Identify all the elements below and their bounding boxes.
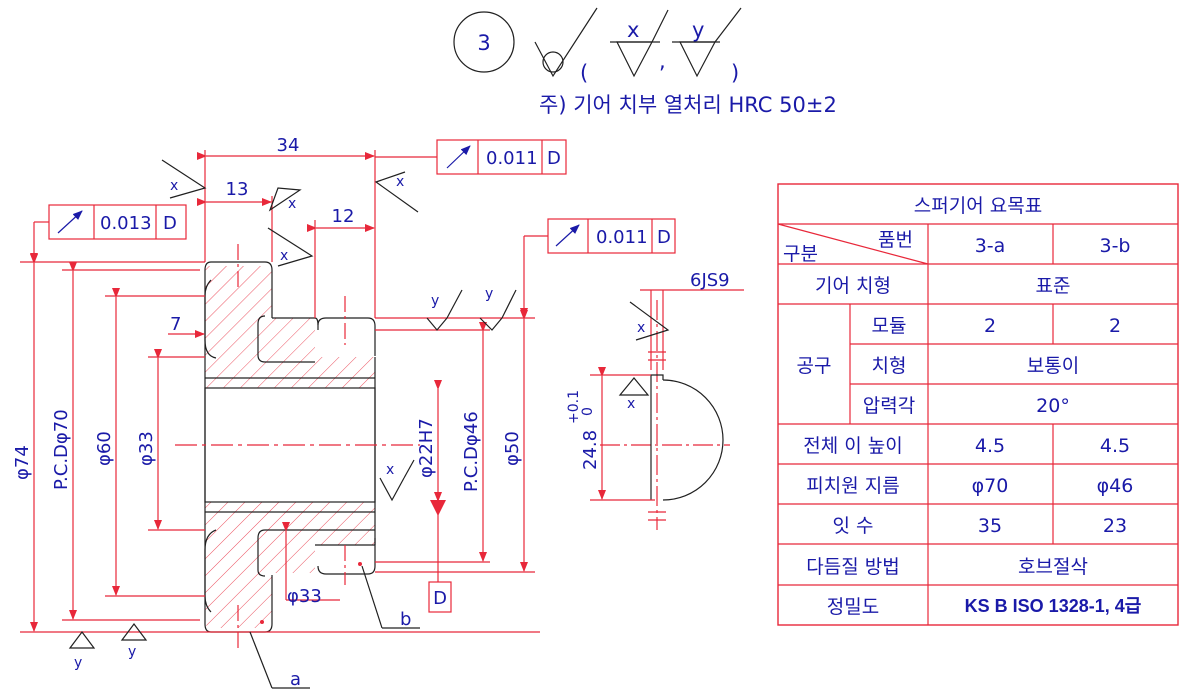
keyway-width: 6JS9 bbox=[690, 270, 730, 291]
symbol-x: x bbox=[627, 396, 635, 412]
row-depth-label: 전체 이 높이 bbox=[803, 435, 902, 457]
row-module-label: 모듈 bbox=[872, 315, 907, 337]
runout-datum-left: D bbox=[163, 213, 177, 234]
symbol-x: x bbox=[280, 248, 288, 264]
row-finish-label: 다듬질 방법 bbox=[806, 556, 899, 578]
symbol-y: y bbox=[485, 286, 493, 302]
runout-frame-top: 0.011 D bbox=[375, 139, 567, 175]
surface-symbols: x x x x y y x y y bbox=[68, 159, 517, 671]
leader-a: a bbox=[249, 620, 310, 690]
keyway-tol-lower: 0 bbox=[580, 407, 596, 416]
row-precision-value: KS B ISO 1328-1, 4급 bbox=[965, 596, 1142, 616]
runout-arrow-icon bbox=[57, 210, 83, 234]
runout-arrow-icon bbox=[446, 145, 471, 169]
dim-phi22h7: φ22H7 bbox=[416, 418, 437, 478]
row-pitch-b: φ46 bbox=[1097, 475, 1134, 497]
row-pitch-a: φ70 bbox=[972, 475, 1009, 497]
datum-d-label: D bbox=[433, 588, 447, 609]
row-module-a: 2 bbox=[984, 315, 996, 337]
runout-frame-right: 0.011 D bbox=[520, 218, 676, 318]
symbol-y: y bbox=[74, 655, 82, 671]
heat-treatment-note: 주) 기어 치부 열처리 HRC 50±2 bbox=[539, 93, 837, 117]
leader-b-label: b bbox=[400, 609, 411, 630]
dim-phi74: φ74 bbox=[12, 445, 33, 480]
row-teeth-a: 35 bbox=[978, 515, 1002, 537]
dim-phi50: φ50 bbox=[502, 431, 523, 466]
row-tooth-form-label: 치형 bbox=[872, 355, 907, 377]
dim-13: 13 bbox=[226, 179, 249, 200]
symbol-x: x bbox=[386, 462, 394, 478]
symbol-x: x bbox=[170, 178, 178, 194]
row-teeth-b: 23 bbox=[1103, 515, 1127, 537]
row-profile-label: 기어 치형 bbox=[815, 275, 891, 297]
dim-phi60: φ60 bbox=[94, 431, 115, 466]
runout-value-left: 0.013 bbox=[100, 213, 152, 234]
roughness-x-label: x bbox=[627, 18, 639, 42]
keyway-view: 24.8 +0.1 0 6JS9 x x bbox=[566, 270, 744, 530]
runout-arrow-icon bbox=[555, 224, 580, 247]
row-finish-value: 호브절삭 bbox=[1018, 556, 1088, 578]
dim-7: 7 bbox=[170, 314, 181, 335]
row-profile-value: 표준 bbox=[1036, 275, 1071, 297]
table-header-part: 품번 bbox=[878, 229, 913, 251]
dim-pcd46: P.C.Dφ46 bbox=[461, 411, 482, 492]
extension-lines bbox=[20, 150, 540, 633]
symbol-x: x bbox=[396, 174, 404, 190]
paren-close: ) bbox=[731, 61, 739, 85]
row-depth-b: 4.5 bbox=[1100, 435, 1130, 457]
keyway-tol-upper: +0.1 bbox=[566, 390, 582, 424]
leader-b: b bbox=[358, 562, 420, 630]
runout-frame-left: 0.013 D bbox=[30, 204, 187, 263]
roughness-symbol-main-icon bbox=[534, 7, 598, 78]
datum-d-symbol: D bbox=[428, 500, 452, 613]
symbol-x: x bbox=[637, 320, 645, 336]
part-balloon: 3 bbox=[453, 11, 515, 73]
keyway-depth: 24.8 bbox=[580, 430, 601, 470]
table-col-b: 3-b bbox=[1099, 235, 1130, 257]
row-depth-a: 4.5 bbox=[975, 435, 1005, 457]
paren-open: ( bbox=[580, 61, 588, 85]
roughness-symbol-x-icon: x bbox=[610, 9, 669, 78]
roughness-symbol-y-icon: y bbox=[672, 7, 742, 78]
dim-34: 34 bbox=[277, 135, 300, 156]
row-teeth-label: 잇 수 bbox=[833, 515, 874, 537]
runout-value-top: 0.011 bbox=[486, 148, 538, 169]
part-number: 3 bbox=[477, 31, 490, 55]
table-title: 스퍼기어 요목표 bbox=[914, 195, 1042, 217]
row-precision-label: 정밀도 bbox=[827, 596, 879, 618]
comma: , bbox=[659, 49, 666, 73]
table-header-category: 구분 bbox=[783, 243, 818, 265]
spec-table bbox=[777, 183, 1179, 626]
dim-phi33-bottom: φ33 bbox=[287, 586, 322, 607]
runout-datum-top: D bbox=[547, 148, 561, 169]
runout-datum-right: D bbox=[657, 227, 671, 248]
runout-value-right: 0.011 bbox=[596, 227, 648, 248]
dimension-lines bbox=[30, 152, 528, 632]
symbol-y: y bbox=[431, 293, 439, 309]
table-col-a: 3-a bbox=[975, 235, 1006, 257]
row-module-b: 2 bbox=[1109, 315, 1121, 337]
symbol-x: x bbox=[288, 196, 296, 212]
row-pitch-label: 피치원 지름 bbox=[806, 475, 899, 497]
row-tooth-form-value: 보통이 bbox=[1027, 355, 1079, 377]
roughness-y-label: y bbox=[692, 18, 704, 42]
dim-phi33-left: φ33 bbox=[136, 431, 157, 466]
gear-section-view bbox=[175, 244, 420, 648]
dim-12: 12 bbox=[332, 206, 355, 227]
row-tool-group: 공구 bbox=[797, 355, 832, 377]
symbol-y: y bbox=[128, 644, 136, 660]
row-pressure-value: 20° bbox=[1036, 395, 1070, 417]
leader-a-label: a bbox=[290, 669, 301, 690]
dim-pcd70: P.C.Dφ70 bbox=[51, 409, 72, 490]
row-pressure-label: 압력각 bbox=[863, 395, 915, 417]
